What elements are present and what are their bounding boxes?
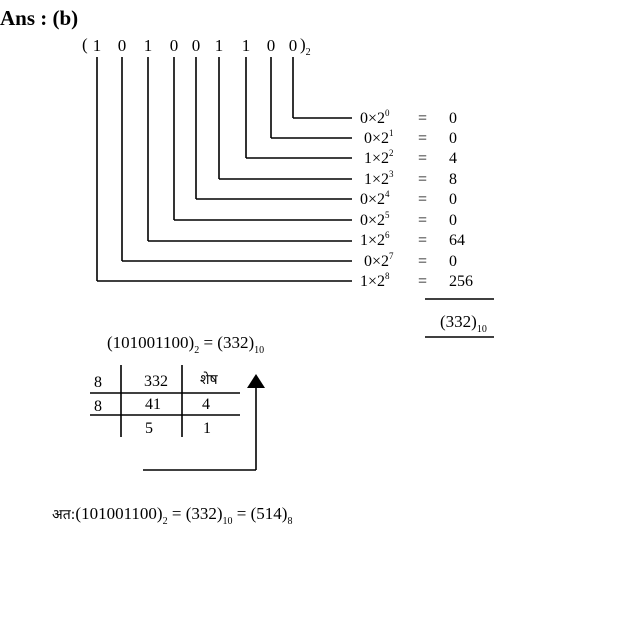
expansion-value: 64 [449, 232, 465, 249]
expansion-equals: = [418, 191, 428, 208]
binary-bit: 1 [143, 36, 153, 55]
expansion-equals: = [418, 232, 428, 249]
expansion-equals: = [418, 110, 428, 127]
binary-bit: 0 [266, 36, 276, 55]
expansion-equals: = [418, 130, 428, 147]
expansion-term: 1×22 [364, 148, 394, 167]
sum-result: (332)10 [440, 312, 487, 335]
expansion-equals: = [418, 150, 428, 167]
conversion-statement: (101001100)2 = (332)10 [107, 333, 265, 356]
expansion-equals: = [418, 212, 428, 229]
expansion-value: 0 [449, 253, 457, 270]
binary-open-paren: ( [82, 35, 88, 54]
expansion-term: 1×26 [360, 230, 390, 249]
expansion-term: 0×20 [360, 108, 390, 127]
division-remainder-heading: शेष [200, 372, 218, 388]
division-divisor: 8 [94, 398, 102, 415]
binary-bit: 1 [241, 36, 251, 55]
expansion-value: 0 [449, 191, 457, 208]
binary-bit: 0 [117, 36, 127, 55]
division-remainder: 4 [202, 396, 210, 413]
expansion-term: 1×23 [364, 169, 394, 188]
expansion-term: 0×25 [360, 210, 390, 229]
expansion-equals: = [418, 273, 428, 290]
arrow-up-icon [247, 374, 265, 388]
binary-bit: 0 [169, 36, 179, 55]
division-dividend: 5 [145, 420, 153, 437]
expansion-term: 0×27 [364, 251, 394, 270]
expansion-value: 0 [449, 212, 457, 229]
expansion-value: 0 [449, 130, 457, 147]
expansion-equals: = [418, 171, 428, 188]
binary-bit: 1 [92, 36, 102, 55]
expansion-value: 8 [449, 171, 457, 188]
binary-bit: 1 [214, 36, 224, 55]
expansion-value: 0 [449, 110, 457, 127]
division-dividend: 332 [144, 373, 168, 390]
expansion-term: 0×24 [360, 189, 390, 208]
division-divisor: 8 [94, 374, 102, 391]
answer-label: Ans : (b) [0, 6, 79, 30]
expansion-term: 1×28 [360, 271, 390, 290]
division-remainder: 1 [203, 420, 211, 437]
expansion-value: 256 [449, 273, 473, 290]
binary-bit: 0 [288, 36, 298, 55]
binary-bit: 0 [191, 36, 201, 55]
division-dividend: 41 [145, 396, 161, 413]
expansion-equals: = [418, 253, 428, 270]
binary-close-paren: )2 [300, 35, 311, 58]
expansion-term: 0×21 [364, 128, 394, 147]
expansion-value: 4 [449, 150, 457, 167]
final-statement: अत:(101001100)2 = (332)10 = (514)8 [52, 504, 293, 527]
